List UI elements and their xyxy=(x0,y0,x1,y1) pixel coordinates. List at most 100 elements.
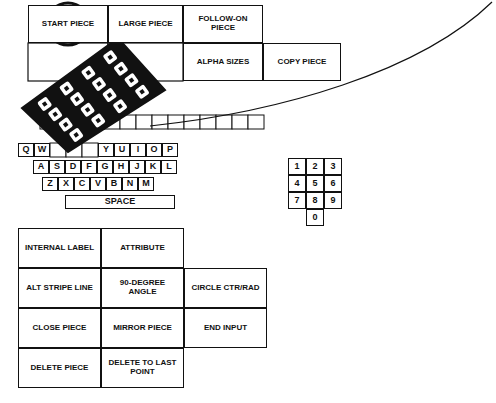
letter-key: Z xyxy=(42,177,58,191)
key-label: 0 xyxy=(312,213,317,223)
key-label: 2 xyxy=(312,162,317,172)
key-label: A xyxy=(38,162,45,172)
symbol-key xyxy=(152,115,168,129)
key-label: O xyxy=(150,145,157,155)
key-label: N xyxy=(127,179,134,189)
key-label: ALT STRIPE LINE xyxy=(23,284,96,293)
key-label: FOLLOW-ON PIECE xyxy=(184,15,262,33)
key-label: B xyxy=(111,179,118,189)
symbol-key xyxy=(232,115,248,129)
number-key: 6 xyxy=(324,175,342,192)
function-key: LARGE PIECE xyxy=(108,5,183,43)
key-label: S xyxy=(54,162,60,172)
key-label: X xyxy=(63,179,69,189)
number-key: 4 xyxy=(288,175,306,192)
keypad-button xyxy=(80,102,95,117)
keypad-button xyxy=(113,61,128,76)
key-label: U xyxy=(119,145,126,155)
letter-key: J xyxy=(129,160,145,174)
keypad-button xyxy=(91,76,106,91)
key-label: D xyxy=(70,162,77,172)
function-key: ATTRIBUTE xyxy=(101,228,184,268)
number-key: 7 xyxy=(288,192,306,209)
key-label: CIRCLE CTR/RAD xyxy=(189,284,263,293)
keypad-button xyxy=(58,117,73,132)
letter-key: B xyxy=(106,177,122,191)
function-key: COPY PIECE xyxy=(263,43,341,81)
key-label: F xyxy=(86,162,92,172)
cable xyxy=(150,2,492,126)
key-label: DELETE TO LAST POINT xyxy=(102,359,183,377)
key-label: 7 xyxy=(294,196,299,206)
key-label: I xyxy=(137,145,140,155)
key-label: G xyxy=(101,162,108,172)
keypad-button xyxy=(103,50,118,65)
letter-key: I xyxy=(130,143,146,157)
function-key: FOLLOW-ON PIECE xyxy=(183,5,263,43)
letter-key: Q xyxy=(18,143,34,157)
letter-key: H xyxy=(113,160,129,174)
keypad-button xyxy=(48,107,63,122)
key-label: Z xyxy=(47,179,53,189)
function-key: INTERNAL LABEL xyxy=(18,228,101,268)
key-label: COPY PIECE xyxy=(275,58,330,67)
letter-key: S xyxy=(49,160,65,174)
keypad-button xyxy=(69,127,84,142)
key-label: ALPHA SIZES xyxy=(194,58,253,67)
number-key: 9 xyxy=(324,192,342,209)
letter-key: V xyxy=(90,177,106,191)
key-label: SPACE xyxy=(105,197,135,207)
key-label: MIRROR PIECE xyxy=(110,324,175,333)
number-key: 8 xyxy=(306,192,324,209)
key-label: INTERNAL LABEL xyxy=(22,244,97,253)
key-label: 9 xyxy=(330,196,335,206)
keypad-button xyxy=(69,91,84,106)
number-key: 0 xyxy=(306,209,324,226)
hand-keypad xyxy=(22,38,165,152)
function-key: ALT STRIPE LINE xyxy=(18,268,101,308)
key-label: 90-DEGREE ANGLE xyxy=(102,279,183,297)
key-label: K xyxy=(150,162,157,172)
space-bar: SPACE xyxy=(65,195,175,209)
keypad-button xyxy=(102,87,117,102)
function-key: CLOSE PIECE xyxy=(18,308,101,348)
key-label: 5 xyxy=(312,179,317,189)
key-label: 1 xyxy=(294,162,299,172)
key-label: P xyxy=(167,145,173,155)
key-label: C xyxy=(79,179,86,189)
key-label: ATTRIBUTE xyxy=(117,244,168,253)
function-key: ALPHA SIZES xyxy=(183,43,263,81)
number-key: 3 xyxy=(324,158,342,175)
function-key: START PIECE xyxy=(28,5,108,43)
key-label: Q xyxy=(22,145,29,155)
key-label: W xyxy=(38,145,47,155)
key-label: DELETE PIECE xyxy=(28,364,92,373)
key-label: END INPUT xyxy=(201,324,250,333)
letter-key: G xyxy=(97,160,113,174)
symbol-key xyxy=(248,115,264,129)
key-label: H xyxy=(118,162,125,172)
key-label: L xyxy=(166,162,172,172)
function-key: 90-DEGREE ANGLE xyxy=(101,268,184,308)
symbol-key xyxy=(216,115,232,129)
symbol-key xyxy=(136,115,152,129)
function-key: DELETE PIECE xyxy=(18,348,101,388)
letter-key: M xyxy=(138,177,154,191)
key-label: 3 xyxy=(330,162,335,172)
keypad-button xyxy=(59,81,74,96)
letter-key: F xyxy=(81,160,97,174)
number-key: 2 xyxy=(306,158,324,175)
keypad-button xyxy=(112,99,127,114)
keypad-button xyxy=(81,65,96,80)
letter-key: O xyxy=(146,143,162,157)
keypad-button xyxy=(91,113,106,128)
letter-key: U xyxy=(114,143,130,157)
number-key: 5 xyxy=(306,175,324,192)
letter-key: P xyxy=(162,143,178,157)
key-label: J xyxy=(134,162,139,172)
keypad-button xyxy=(37,96,52,111)
function-key: CIRCLE CTR/RAD xyxy=(184,268,267,308)
key-label: M xyxy=(142,179,150,189)
number-key: 1 xyxy=(288,158,306,175)
letter-key: X xyxy=(58,177,74,191)
